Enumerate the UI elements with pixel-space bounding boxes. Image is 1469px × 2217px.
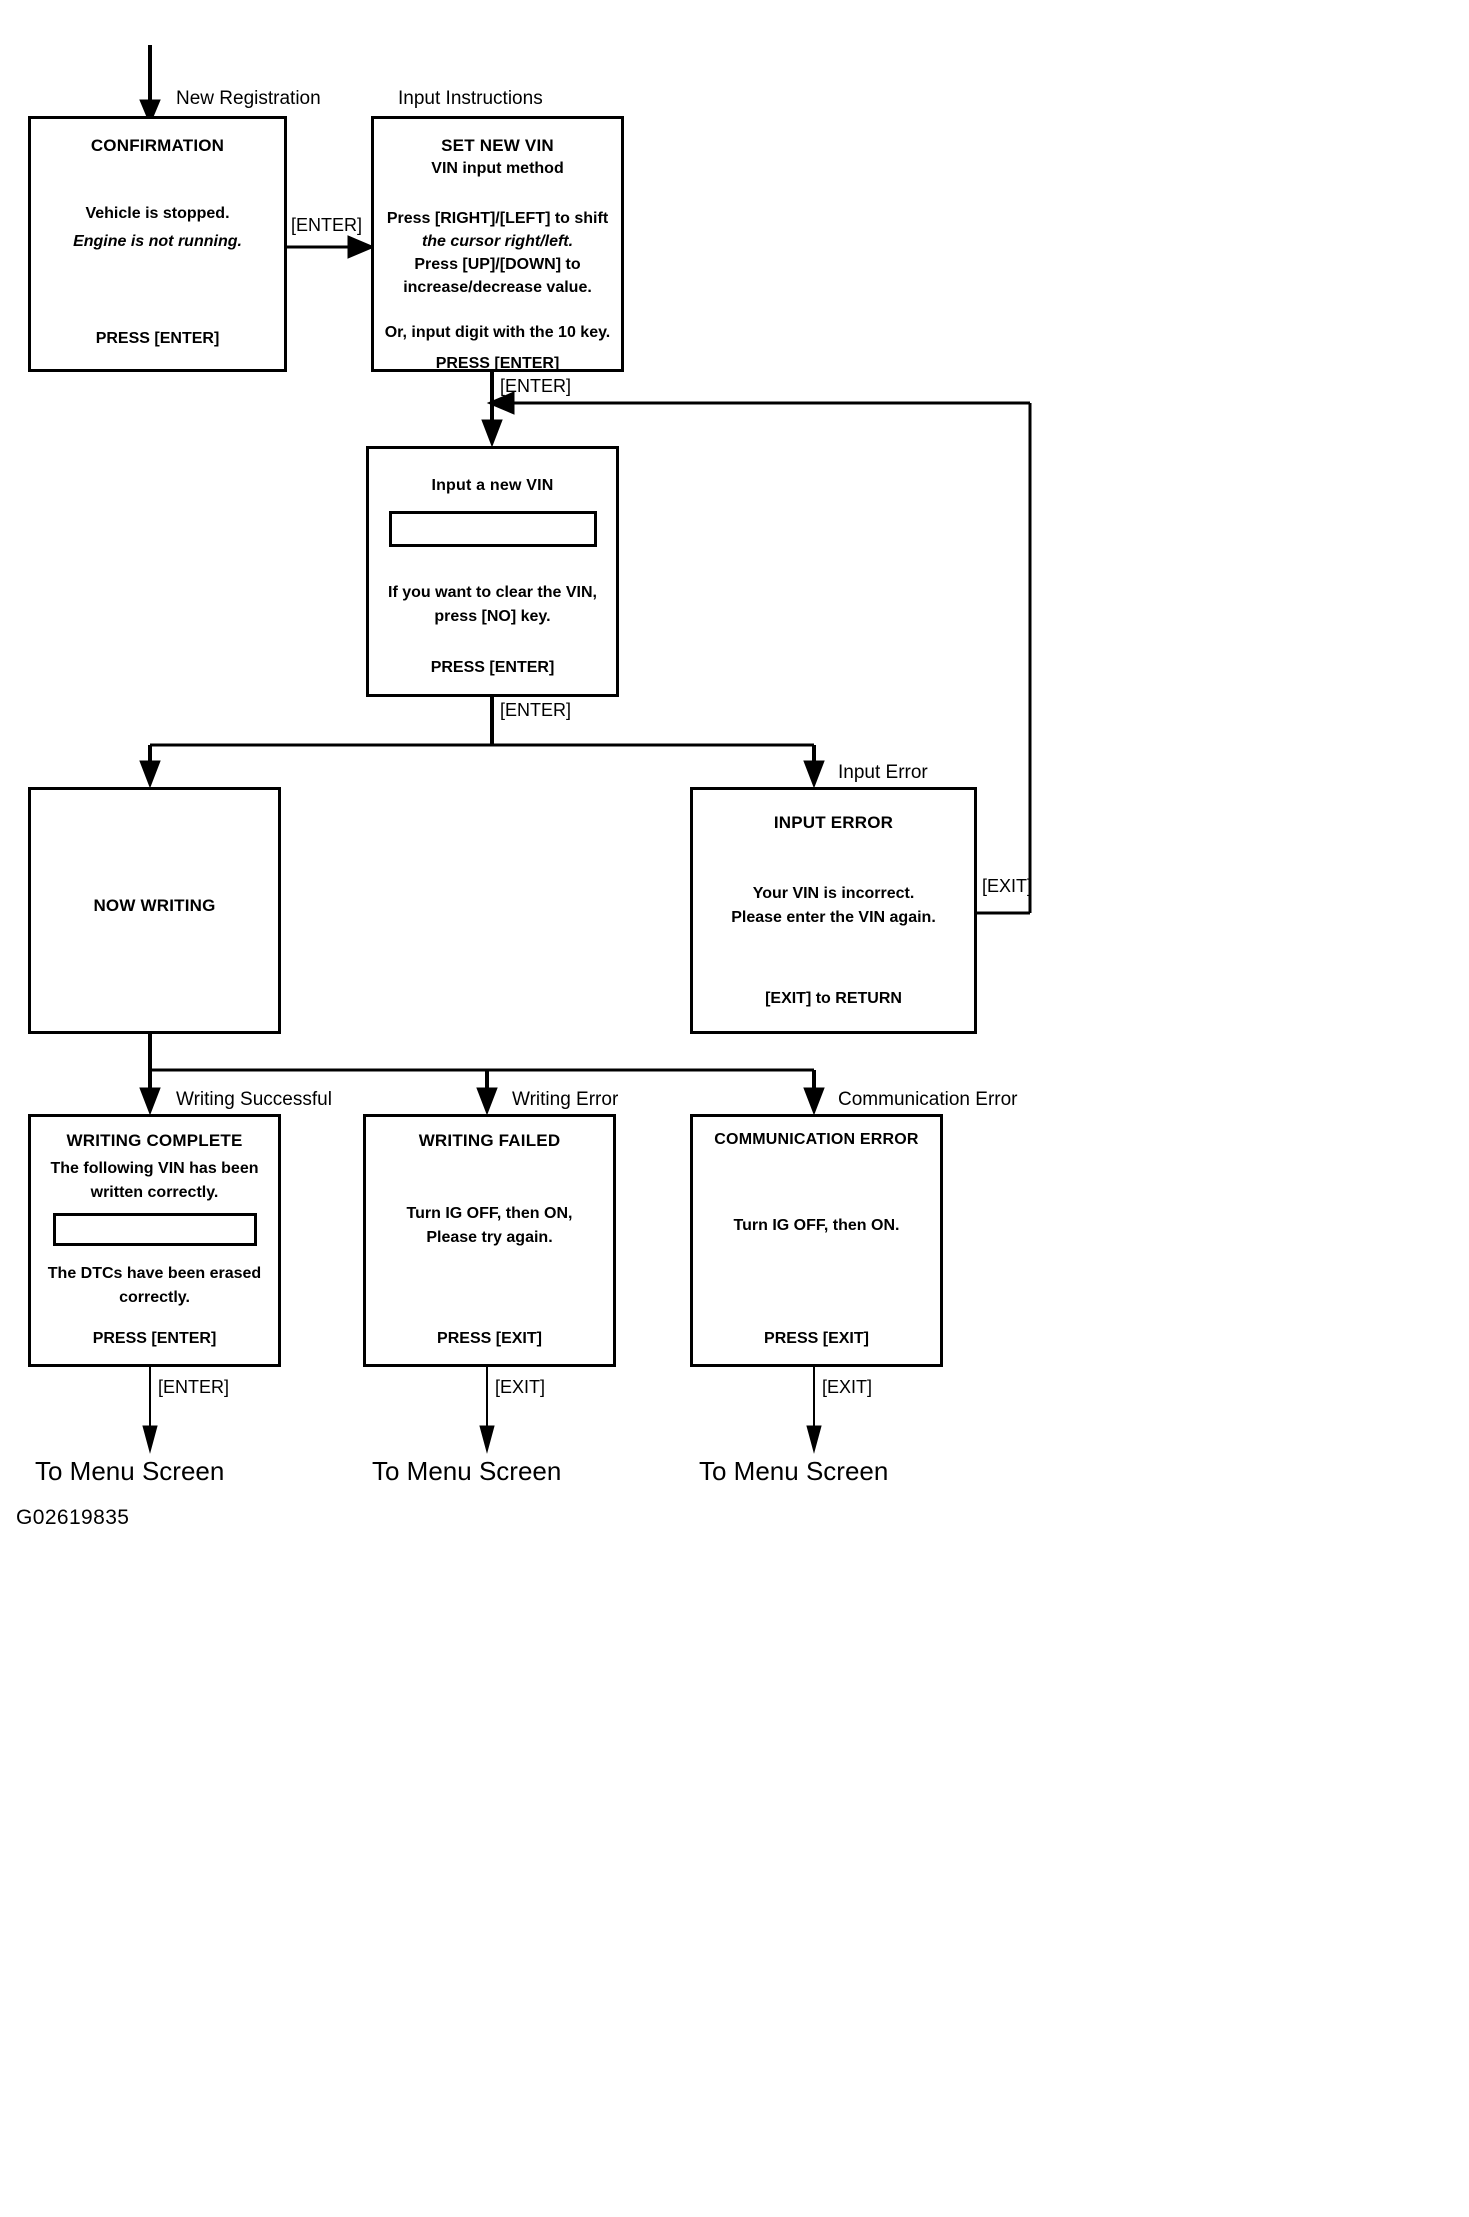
node-input-error[interactable]: INPUT ERROR Your VIN is incorrect. Pleas… [690,787,977,1034]
writing-complete-footer: PRESS [ENTER] [92,1330,217,1347]
caption-input-error: Input Error [838,762,928,783]
node-communication-error[interactable]: COMMUNICATION ERROR Turn IG OFF, then ON… [690,1114,943,1367]
confirmation-line-2: Engine is not running. [73,233,242,250]
writing-complete-line-4: correctly. [119,1289,190,1306]
set-new-vin-line-2: the cursor right/left. [421,233,574,250]
node-writing-complete[interactable]: WRITING COMPLETE The following VIN has b… [28,1114,281,1367]
set-new-vin-subtitle: VIN input method [431,160,564,177]
edge-label-inputvin-branch: [ENTER] [500,700,572,720]
vin-input-field[interactable] [389,511,597,547]
now-writing-title: NOW WRITING [93,896,216,915]
edge-label-confirmation-to-setvin: [ENTER] [291,215,363,235]
node-set-new-vin[interactable]: SET NEW VIN VIN input method Press [RIGH… [371,116,624,372]
confirmation-title: CONFIRMATION [90,136,225,155]
writing-complete-line-3: The DTCs have been erased [47,1265,262,1282]
writing-failed-line-2: Please try again. [426,1229,553,1246]
input-error-line-1: Your VIN is incorrect. [752,885,915,902]
input-error-title: INPUT ERROR [773,813,894,832]
node-now-writing[interactable]: NOW WRITING [28,787,281,1034]
figure-id: G02619835 [16,1506,130,1529]
input-error-line-2: Please enter the VIN again. [731,909,936,926]
terminal-to-menu-screen-left: To Menu Screen [35,1456,225,1486]
caption-writing-successful: Writing Successful [176,1089,332,1110]
node-writing-failed[interactable]: WRITING FAILED Turn IG OFF, then ON, Ple… [363,1114,616,1367]
node-input-new-vin[interactable]: Input a new VIN If you want to clear the… [366,446,619,697]
writing-failed-title: WRITING FAILED [418,1131,561,1150]
edge-label-writingfailed-to-menu: [EXIT] [495,1377,546,1397]
edge-label-commerror-to-menu: [EXIT] [822,1377,873,1397]
communication-error-footer: PRESS [EXIT] [764,1330,869,1347]
caption-writing-error: Writing Error [512,1089,619,1110]
input-error-footer: [EXIT] to RETURN [765,990,902,1007]
edge-label-inputerror-return: [EXIT] [982,876,1033,896]
set-new-vin-line-5: Or, input digit with the 10 key. [384,324,611,341]
node-confirmation[interactable]: CONFIRMATION Vehicle is stopped. Engine … [28,116,287,372]
terminal-to-menu-screen-right: To Menu Screen [699,1456,889,1486]
set-new-vin-line-3: Press [UP]/[DOWN] to [414,256,581,273]
input-new-vin-title: Input a new VIN [431,477,554,494]
writing-complete-vin-field [53,1213,257,1246]
communication-error-title: COMMUNICATION ERROR [714,1131,919,1148]
set-new-vin-footer: PRESS [ENTER] [435,355,560,372]
input-new-vin-footer: PRESS [ENTER] [430,659,555,676]
writing-complete-line-1: The following VIN has been [50,1160,259,1177]
writing-failed-footer: PRESS [EXIT] [437,1330,542,1347]
edge-label-writingcomplete-to-menu: [ENTER] [158,1377,230,1397]
writing-complete-title: WRITING COMPLETE [66,1131,243,1150]
input-new-vin-line-1: If you want to clear the VIN, [388,584,597,601]
communication-error-line-1: Turn IG OFF, then ON. [733,1217,900,1234]
confirmation-footer: PRESS [ENTER] [95,330,220,347]
confirmation-line-1: Vehicle is stopped. [85,205,230,222]
caption-input-instructions: Input Instructions [398,88,543,109]
caption-new-registration: New Registration [176,88,321,109]
terminal-to-menu-screen-middle: To Menu Screen [372,1456,562,1486]
set-new-vin-line-1: Press [RIGHT]/[LEFT] to shift [386,210,609,227]
input-new-vin-line-2: press [NO] key. [434,608,551,625]
edge-label-setvin-to-inputvin: [ENTER] [500,376,572,396]
caption-communication-error: Communication Error [838,1089,1018,1110]
set-new-vin-title: SET NEW VIN [441,136,554,155]
set-new-vin-line-4: increase/decrease value. [403,279,592,296]
writing-failed-line-1: Turn IG OFF, then ON, [406,1205,573,1222]
writing-complete-line-2: written correctly. [90,1184,219,1201]
